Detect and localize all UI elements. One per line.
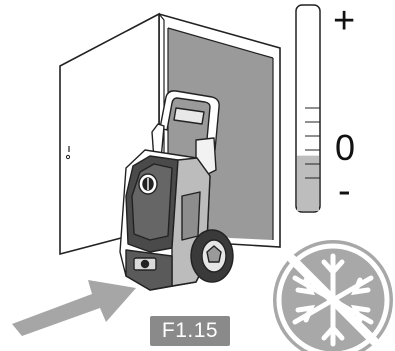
thermometer-scale-icon [296, 5, 320, 212]
scale-zero-label: 0 [335, 130, 355, 166]
no-frost-icon [273, 240, 393, 351]
push-arrow-icon [12, 280, 136, 336]
figure-label: F1.15 [150, 316, 230, 346]
scale-minus-label: - [338, 172, 351, 210]
scale-plus-label: + [333, 2, 355, 40]
washer-side-detail [182, 192, 200, 240]
washer-outlet-port [142, 261, 149, 268]
